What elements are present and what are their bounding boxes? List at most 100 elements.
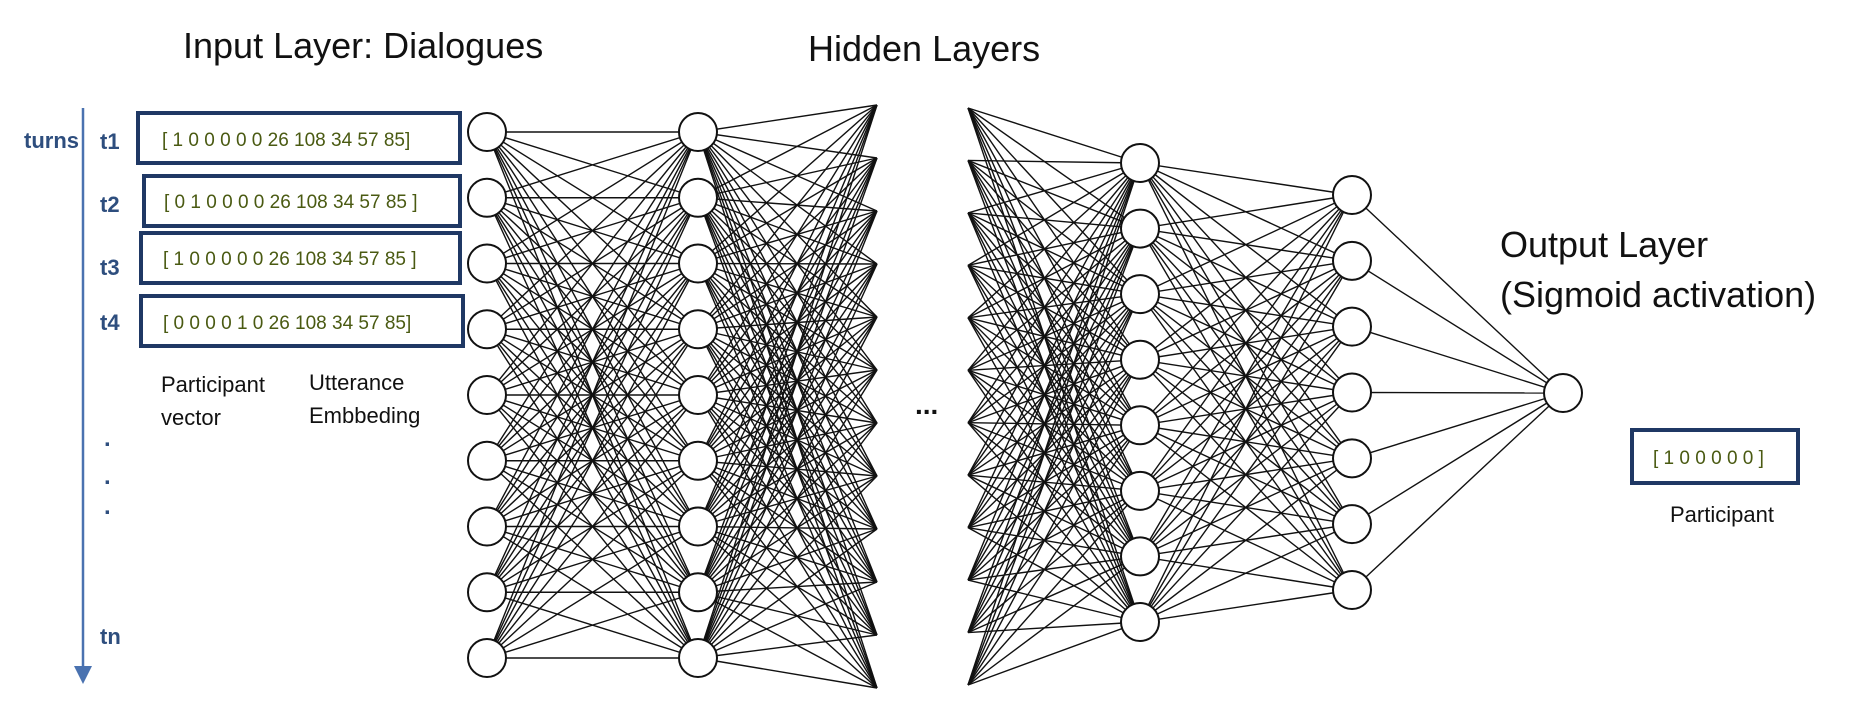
input-layer-node-4	[467, 309, 507, 350]
edge-fanin-l3-4-2	[967, 293, 1141, 319]
hidden-layer-1-node-7	[678, 506, 718, 547]
edge-l1-l2-8-6	[486, 525, 699, 659]
edge-l3-l4-7-5	[1139, 523, 1353, 623]
edge-l2-fanout-6-4	[697, 316, 878, 527]
edge-fanin-l3-4-3	[967, 317, 1141, 361]
edge-fanin-l3-2-1	[967, 212, 1141, 230]
hidden-layer-1-node-4	[678, 309, 718, 350]
edge-l2-fanout-6-3	[697, 263, 878, 527]
input-layer-node-7	[467, 506, 507, 547]
edge-fanin-l3-11-1	[967, 228, 1141, 686]
input-vector-box-4	[139, 294, 465, 348]
edge-fanin-l3-10-0	[967, 162, 1141, 633]
edge-fanin-l3-9-1	[967, 228, 1141, 581]
hidden-layer-1-node-2	[678, 177, 718, 218]
turns-axis-label: turns	[24, 128, 79, 153]
edge-l1-l2-8-5	[486, 460, 699, 659]
edge-l2-fanout-8-10	[697, 634, 878, 659]
hidden-layer-last-node-1	[1332, 175, 1372, 215]
utterance-embedding-caption-line1: Utterance	[309, 370, 404, 395]
input-layer-node-5	[467, 375, 507, 415]
edge-fanin-l3-2-0	[967, 162, 1141, 214]
edge-fanin-l3-9-0	[967, 162, 1141, 581]
edge-l2-fanout-5-4	[697, 316, 878, 462]
edge-l3-l4-1-0	[1139, 194, 1353, 230]
edge-l2-fanout-4-0	[697, 104, 878, 396]
edge-l3-l4-5-0	[1139, 194, 1353, 492]
edge-l3-l4-6-0	[1139, 194, 1353, 557]
edge-l2-fanout-5-11	[697, 460, 878, 689]
hidden-layers-ellipsis: ...	[915, 389, 938, 420]
turn-row-1: t1 [ 1 0 0 0 0 0 26 108 34 57 85]	[100, 111, 462, 165]
edge-l2-fanout-8-3	[697, 263, 878, 659]
input-vector-text-1: [ 1 0 0 0 0 0 26 108 34 57 85]	[162, 130, 410, 151]
hidden-layer-penultimate-node-4	[1120, 339, 1160, 380]
hidden-layer-penultimate-node-5	[1120, 405, 1160, 446]
edge-l3-l4-7-1	[1139, 260, 1353, 623]
edge-l2-fanout-3-0	[697, 104, 878, 330]
edge-fanin-l3-8-3	[967, 359, 1141, 529]
edge-l1-l2-4-0	[486, 131, 699, 396]
edge-l2-fanout-6-5	[697, 369, 878, 528]
hidden-layer-1-node-1	[678, 112, 718, 152]
edge-l2-fanout-6-11	[697, 525, 878, 689]
edge-fanin-l3-3-2	[967, 264, 1141, 295]
hidden-layer-penultimate-node-7	[1120, 536, 1160, 577]
edge-fanin-l3-11-2	[967, 293, 1141, 686]
participant-vector-caption-line1: Participant	[161, 372, 265, 397]
edge-fanin-l3-6-1	[967, 228, 1141, 424]
edge-l2-fanout-0-0	[697, 104, 878, 133]
edge-l2-fanout-2-3	[697, 262, 878, 265]
edge-l2-fanout-6-10	[697, 525, 878, 636]
hidden-layer-last-node-7	[1332, 570, 1372, 610]
hidden-layer-1-node-9	[678, 638, 718, 678]
turn-row-4: t4 [ 0 0 0 0 1 0 26 108 34 57 85]	[100, 294, 465, 348]
edge-l4-out-2-0	[1351, 325, 1564, 394]
turn-row-2: t2 [ 0 1 0 0 0 0 26 108 34 57 85 ]	[100, 174, 462, 228]
edge-l2-fanout-6-1	[697, 157, 878, 527]
edge-l2-fanout-5-1	[697, 157, 878, 462]
edge-l3-l4-3-0	[1139, 194, 1353, 361]
edge-fanin-l3-11-6	[967, 555, 1141, 686]
edge-l4-out-0-0	[1351, 194, 1564, 394]
hidden-layer-last-node-6	[1332, 504, 1372, 545]
hidden-layer-1-node-3	[678, 243, 718, 284]
edge-l3-l4-4-0	[1139, 194, 1353, 426]
input-vector-text-2: [ 0 1 0 0 0 0 26 108 34 57 85 ]	[164, 192, 418, 213]
edge-fanin-l3-2-3	[967, 212, 1141, 361]
output-vector-box	[1630, 428, 1800, 485]
edge-l1-l2-3-0	[486, 131, 699, 330]
hidden-layer-last-node-4	[1332, 372, 1372, 413]
hidden-layer-penultimate-node-2	[1120, 208, 1160, 249]
edge-fanin-l3-7-2	[967, 293, 1141, 476]
edge-l2-fanout-6-0	[697, 104, 878, 527]
edge-l2-fanout-8-9	[697, 581, 878, 659]
edge-l2-fanout-7-1	[697, 157, 878, 593]
hidden-layer-1-node-6	[678, 440, 718, 481]
turn-label-t4: t4	[100, 310, 120, 335]
edge-fanin-l3-5-0	[967, 162, 1141, 371]
edge-l1-l2-8-1	[486, 197, 699, 659]
edge-l2-fanout-8-6	[697, 422, 878, 659]
hidden-layer-last-node-5	[1332, 438, 1372, 479]
edge-l2-fanout-5-5	[697, 369, 878, 462]
edge-l2-fanout-7-0	[697, 104, 878, 593]
output-vector-text: [ 1 0 0 0 0 0 ]	[1653, 448, 1764, 469]
input-layer-node-1	[467, 112, 507, 152]
edge-l3-l4-7-2	[1139, 326, 1353, 623]
network-nodes	[467, 112, 1583, 678]
edge-l2-fanout-7-9	[697, 581, 878, 593]
edge-l3-l4-7-4	[1139, 457, 1353, 623]
input-layer-node-3	[467, 243, 507, 284]
edge-fanin-l3-3-0	[967, 162, 1141, 266]
edge-l1-l2-8-4	[486, 394, 699, 659]
turn-label-t2: t2	[100, 192, 120, 217]
edge-fanin-l3-6-3	[967, 359, 1141, 424]
edge-l3-l4-7-0	[1139, 194, 1353, 623]
edge-l2-fanout-6-2	[697, 210, 878, 527]
edge-l1-l2-8-3	[486, 328, 699, 659]
edge-fanin-l3-1-0	[967, 159, 1141, 164]
edge-l2-fanout-5-9	[697, 460, 878, 583]
edge-l2-fanout-7-10	[697, 591, 878, 636]
edge-fanin-l3-2-2	[967, 212, 1141, 295]
